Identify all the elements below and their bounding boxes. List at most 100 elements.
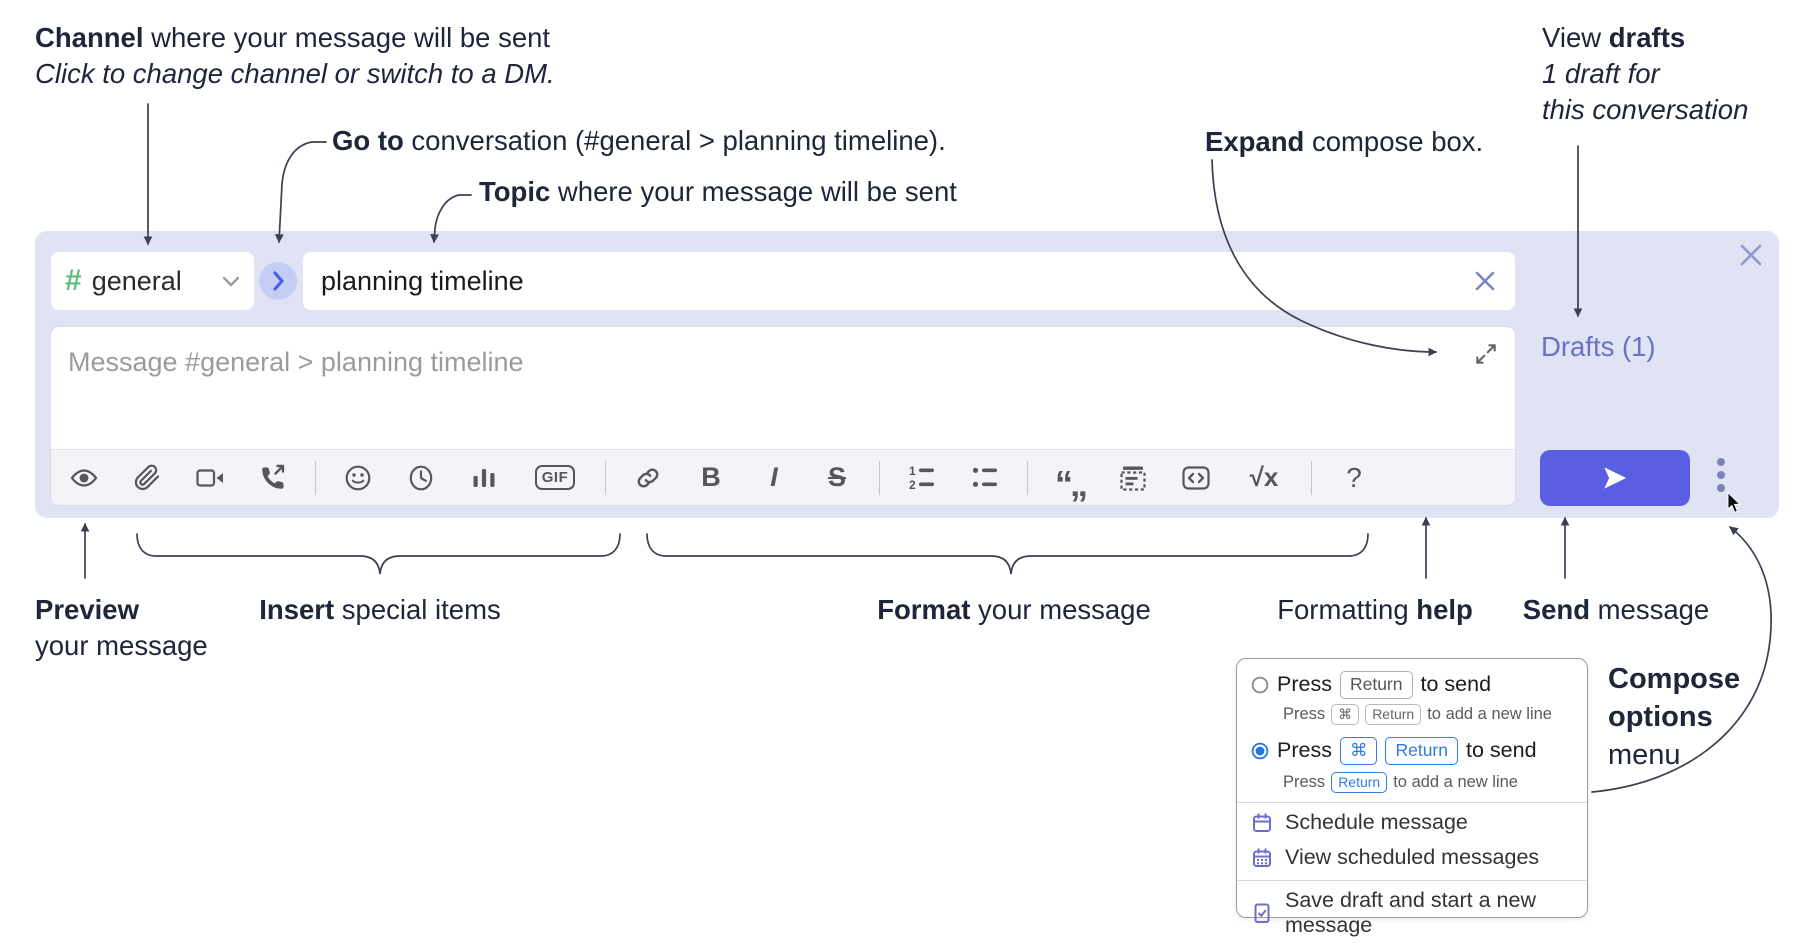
annotation-channel-sub: Click to change channel or switch to a D… [35,58,555,89]
code-icon[interactable] [1181,463,1211,493]
radio-selected-icon[interactable] [1251,742,1269,760]
quote-icon[interactable]: “„ [1055,462,1088,504]
annotation-preview: Preview your message [35,592,208,664]
toolbar-divider [315,460,316,495]
annotation-topic: Topic where your message will be sent [479,174,957,210]
annotation-send-bold: Send [1522,594,1590,625]
math-label: √x [1249,462,1279,492]
annotation-goto-rest: conversation (#general > planning timeli… [403,125,946,156]
annotation-compose-options: Compose options menu [1608,660,1740,774]
cmd-enter-sends-option[interactable]: Press ⌘ Return to send [1251,737,1537,765]
schedule-message-label: Schedule message [1285,810,1468,834]
annotation-expand-rest: compose box. [1304,126,1484,157]
view-scheduled-messages-label: View scheduled messages [1285,845,1540,869]
annotation-preview-line2: your message [35,630,208,661]
goto-pointer-arrow [274,141,327,244]
option1-suffix: to send [1420,672,1492,697]
drafts-link[interactable]: Drafts (1) [1541,331,1656,362]
annotation-insert: Insert special items [259,592,500,628]
message-placeholder: Message #general > planning timeline [68,347,524,377]
message-compose-area[interactable]: Message #general > planning timeline [50,326,1516,506]
toolbar-divider [1311,460,1312,495]
annotation-compose-options-b2: options [1608,701,1713,733]
italic-icon[interactable]: I [759,463,789,493]
channel-hash-icon: # [65,264,82,297]
help-label: ? [1346,461,1362,493]
topic-input-value: planning timeline [321,265,524,296]
option2-sub-suffix: to add a new line [1393,772,1518,791]
annotation-topic-rest: where your message will be sent [550,176,957,207]
annotation-insert-bold: Insert [259,594,335,625]
format-brace [646,533,1369,575]
annotation-drafts-pre: View [1542,22,1609,53]
annotation-insert-rest: special items [334,594,501,625]
menu-divider [1237,880,1587,881]
annotation-send-rest: message [1590,594,1710,625]
toolbar-divider [879,460,880,495]
math-icon[interactable]: √x [1244,462,1284,493]
annotation-help-bold: help [1416,594,1473,625]
return-key-chip: Return [1365,704,1422,725]
return-key-chip-blue: Return [1385,737,1458,765]
save-draft-label: Save draft and start a new message [1285,888,1536,937]
quote-label: “„ [1055,462,1088,504]
channel-name: general [91,265,182,296]
annotation-format: Format your message [877,592,1151,628]
view-scheduled-messages-item[interactable]: View scheduled messages [1251,845,1539,870]
attach-file-icon[interactable] [132,463,162,493]
add-gif-icon[interactable]: GIF [532,463,578,493]
option2-suffix: to send [1466,738,1537,763]
svg-text:2: 2 [909,478,916,492]
annotation-preview-bold: Preview [35,594,139,625]
annotation-expand: Expand compose box. [1205,124,1483,160]
chevron-down-icon [222,276,240,287]
topic-clear-icon[interactable] [1473,269,1497,293]
chevron-right-icon [272,271,284,291]
compose-options-kebab-icon[interactable] [1717,458,1725,492]
annotation-send: Send message [1523,592,1709,628]
enter-sends-option[interactable]: Press Return to send [1251,671,1491,699]
paper-plane-icon [1604,467,1627,489]
bulleted-list-icon[interactable] [970,463,1000,493]
expand-compose-icon[interactable] [1473,341,1499,367]
compose-options-menu: Press Return to send Press ⌘ Return to a… [1236,658,1588,937]
draft-check-icon [1254,903,1270,923]
add-poll-icon[interactable] [469,463,499,493]
mouse-cursor-icon [1727,492,1741,514]
send-button[interactable] [1540,450,1690,506]
channel-selector[interactable]: # general [50,251,255,311]
annotation-drafts-line3: this conversation [1542,94,1749,125]
toolbar-divider [1027,460,1028,495]
add-global-time-icon[interactable] [406,463,436,493]
strikethrough-icon[interactable]: S [822,463,852,493]
italic-label: I [770,462,778,492]
spoiler-icon[interactable] [1118,463,1148,493]
annotation-compose-options-b1: Compose [1608,663,1741,695]
radio-unselected-icon[interactable] [1251,676,1269,694]
annotation-topic-bold: Topic [479,176,551,207]
annotation-channel-bold: Channel [35,22,144,53]
add-voice-call-icon[interactable] [258,463,288,493]
gif-label: GIF [534,465,576,490]
annotation-view-drafts: View drafts 1 draft for this conversatio… [1542,20,1748,128]
link-icon[interactable] [633,463,663,493]
annotation-drafts-line2: 1 draft for [1542,58,1660,89]
schedule-message-item[interactable]: Schedule message [1251,810,1468,835]
save-draft-item[interactable]: Save draft and start a new message [1251,888,1587,938]
preview-icon[interactable] [69,463,99,493]
cmd-key-chip: ⌘ [1331,704,1360,725]
calendar-icon [1253,812,1271,832]
cmd-key-chip-blue: ⌘ [1339,737,1378,765]
annotation-channel: Channel where your message will be sent … [35,20,555,92]
close-compose-icon[interactable] [1737,241,1765,269]
add-video-call-icon[interactable] [195,463,225,493]
go-to-conversation-button[interactable] [259,262,297,300]
bold-icon[interactable]: B [696,463,726,493]
menu-divider [1237,802,1587,803]
topic-input[interactable]: planning timeline [302,251,1516,311]
message-formatting-help-icon[interactable]: ? [1339,461,1369,493]
annotation-channel-rest: where your message will be sent [143,22,551,53]
emoji-icon[interactable] [343,463,373,493]
